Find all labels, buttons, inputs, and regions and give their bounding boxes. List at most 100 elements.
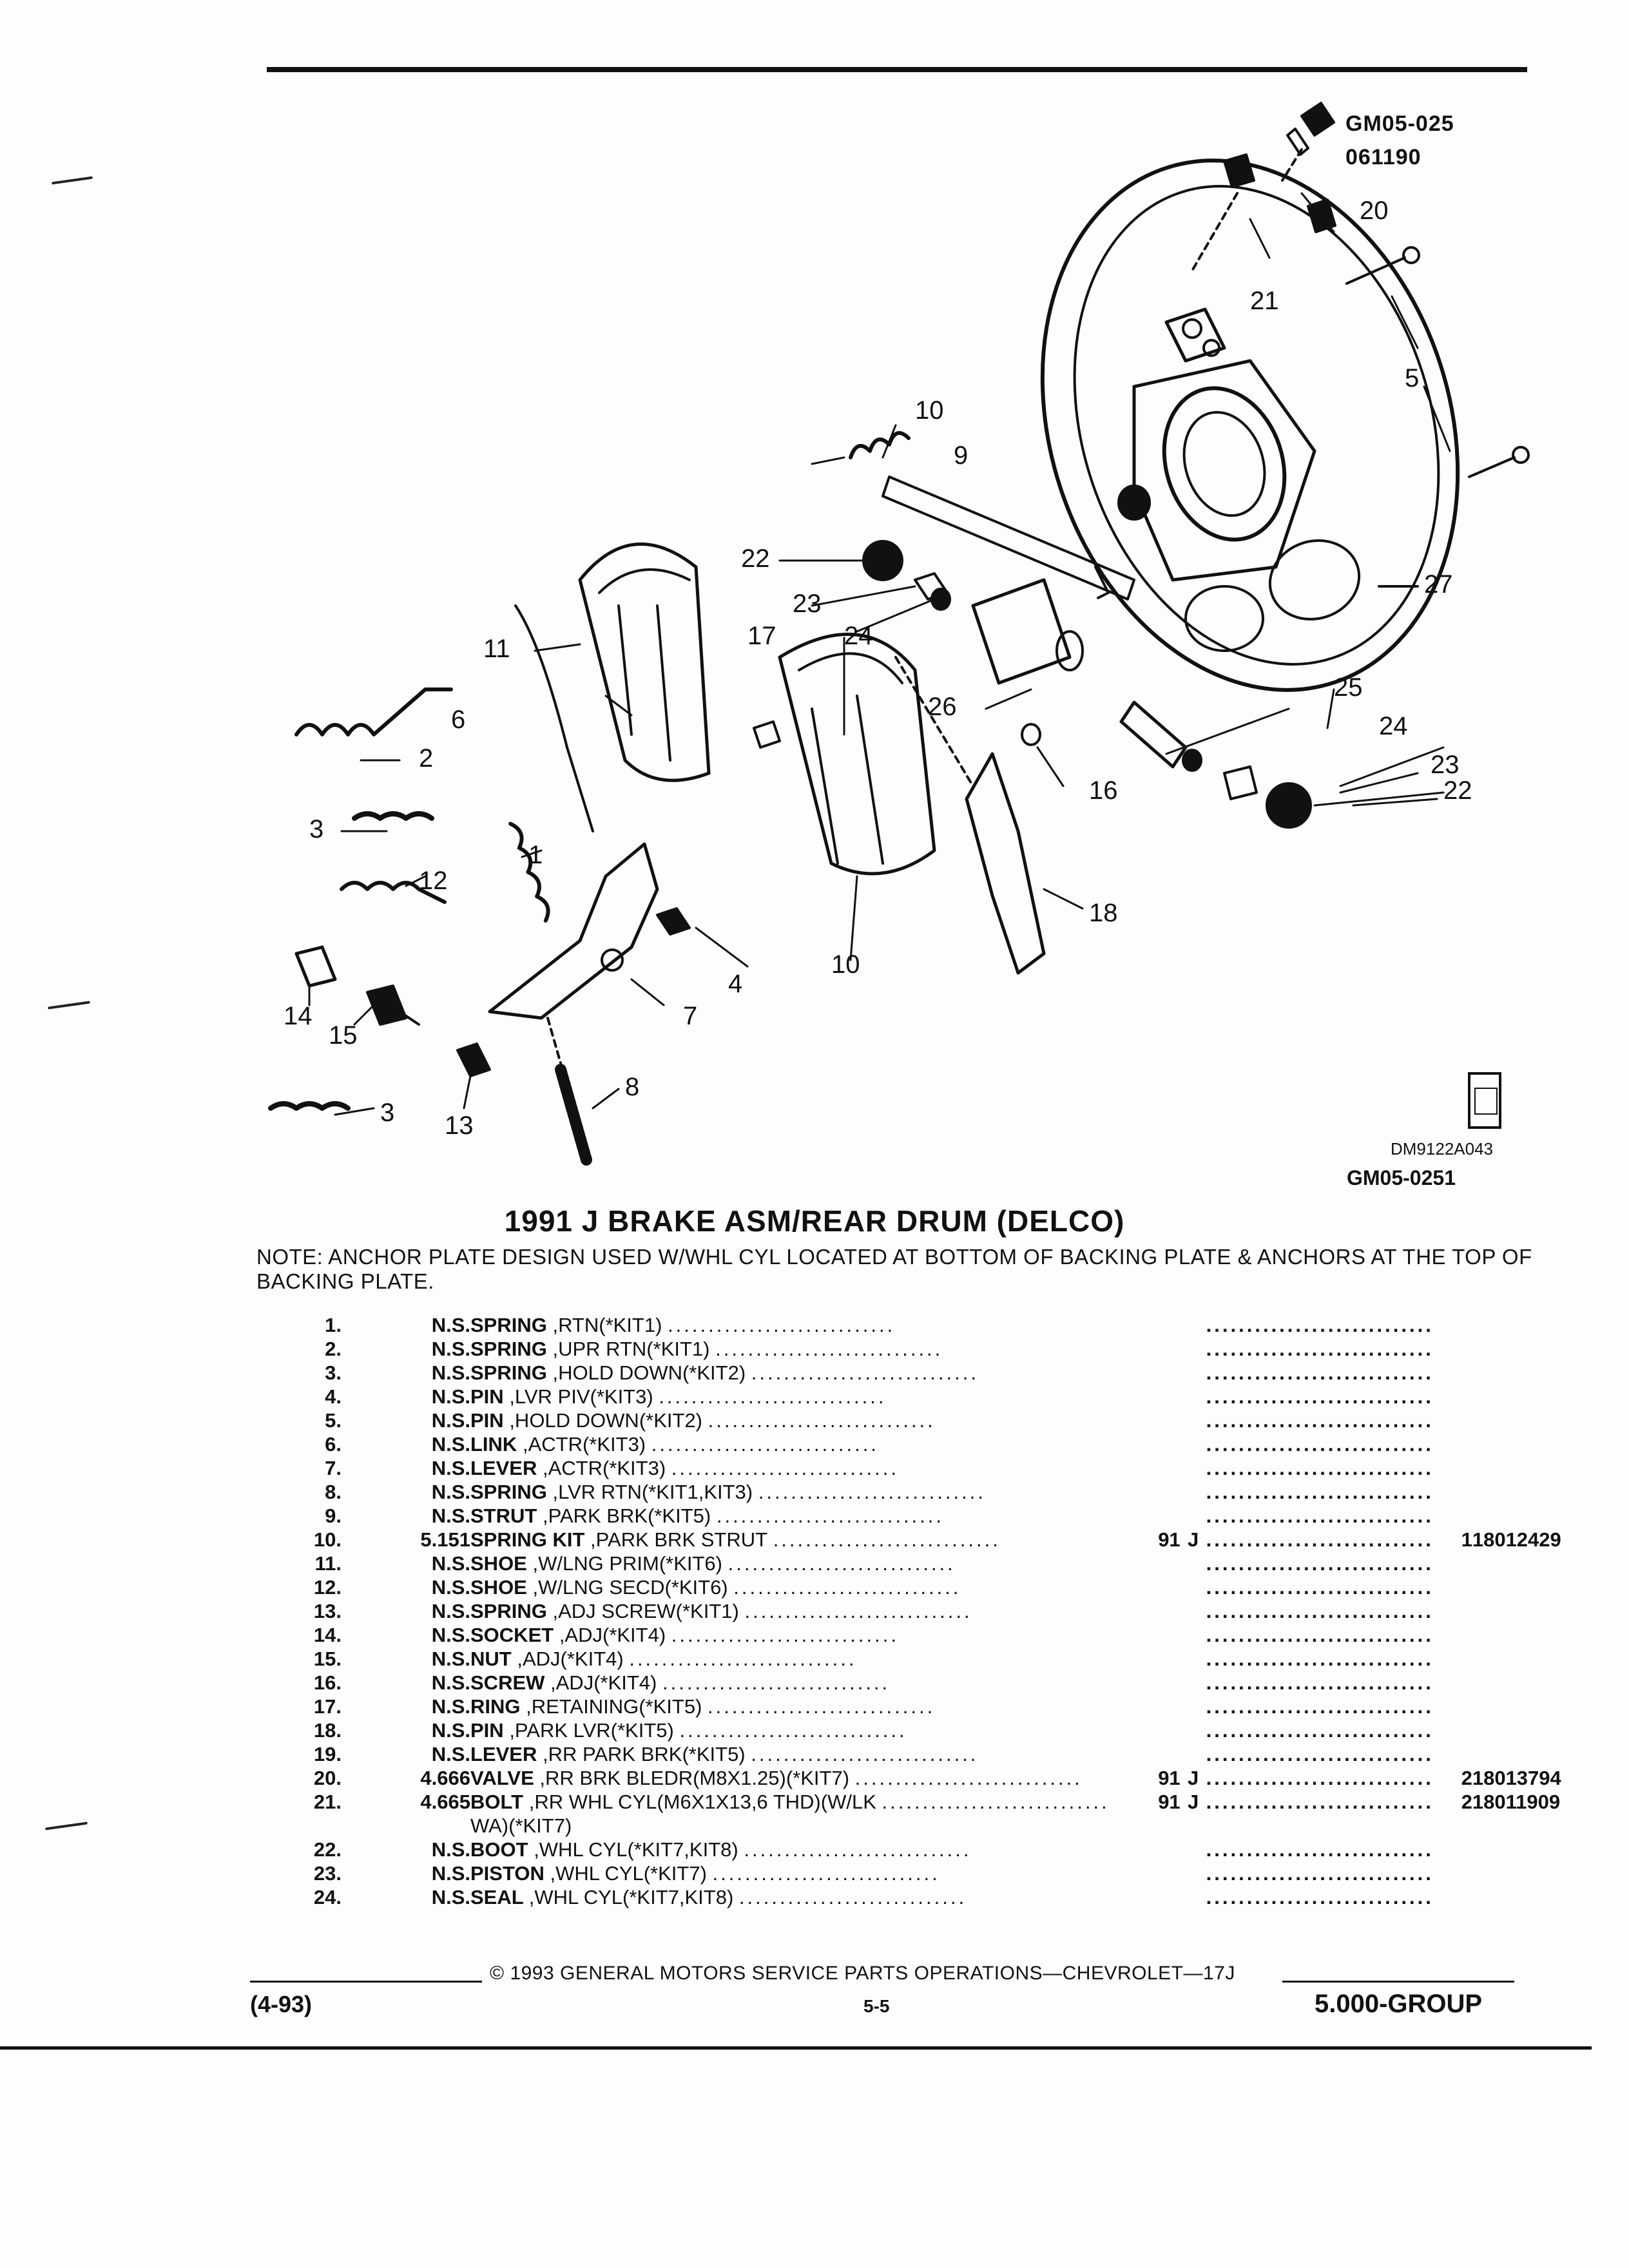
- item-price: N.S.: [431, 1576, 470, 1599]
- item-detail: ,RTN(*KIT1): [552, 1314, 662, 1336]
- table-row: 17.N.S.RING ,RETAINING(*KIT5) ..........…: [271, 1695, 1588, 1718]
- lever-return-spring: [546, 1017, 592, 1166]
- callout-7: 7: [683, 1002, 697, 1030]
- table-row: 2.N.S.SPRING ,UPR RTN(*KIT1) ...........…: [271, 1337, 1588, 1361]
- item-number: 13.: [313, 1600, 342, 1622]
- item-detail: ,PARK BRK STRUT: [590, 1528, 768, 1551]
- item-price: N.S.: [431, 1409, 470, 1432]
- item-name: SPRING: [470, 1361, 547, 1384]
- item-name: LINK: [470, 1433, 517, 1456]
- item-description: SHOE ,W/LNG PRIM(*KIT6) ................…: [470, 1552, 1110, 1575]
- top-rule: [267, 67, 1527, 72]
- page-number: 5-5: [863, 1996, 890, 2016]
- primary-shoe: [578, 542, 711, 782]
- item-name: PIN: [470, 1719, 504, 1742]
- item-price: 4.665: [420, 1791, 470, 1813]
- item-name: BOOT: [470, 1838, 528, 1861]
- item-quantity: [1434, 1885, 1472, 1909]
- item-year: [1110, 1385, 1181, 1408]
- item-series: [1181, 1575, 1206, 1599]
- item-name: PIN: [470, 1409, 504, 1432]
- dot-leader: ............................: [728, 1552, 956, 1575]
- callout-10: 10: [915, 396, 944, 425]
- group-number: 5.000-GROUP: [1315, 1990, 1483, 2018]
- item-series: [1181, 1361, 1206, 1385]
- item-description: VALVE ,RR BRK BLEDR(M8X1.25)(*KIT7) ....…: [470, 1766, 1110, 1790]
- revision-date: (4-93): [250, 1991, 313, 2017]
- binding-mark: [52, 176, 93, 185]
- figure-code: GM05-025: [1345, 111, 1454, 136]
- item-part-number: [1472, 1838, 1588, 1861]
- dot-leader: ............................: [679, 1719, 907, 1742]
- item-number: 17.: [313, 1695, 342, 1718]
- item-name: SPRING KIT: [470, 1528, 585, 1551]
- item-quantity: [1434, 1671, 1472, 1695]
- binding-mark: [48, 1001, 90, 1010]
- adjuster-socket: [456, 1043, 491, 1077]
- callout-12: 10: [831, 950, 860, 979]
- item-price: N.S.: [431, 1457, 470, 1479]
- item-part-number: [1472, 1861, 1588, 1885]
- item-description: PIN ,HOLD DOWN(*KIT2) ..................…: [470, 1408, 1110, 1432]
- item-number: 14.: [313, 1624, 342, 1646]
- item-price: N.S.: [431, 1838, 470, 1861]
- table-row: 15.N.S.NUT ,ADJ(*KIT4) .................…: [271, 1647, 1588, 1671]
- callout-17: 16: [1089, 776, 1118, 805]
- dot-leader: ............................: [758, 1481, 986, 1503]
- dot-leader-2: ............................: [1206, 1862, 1434, 1885]
- dot-leader-2: ............................: [1206, 1838, 1434, 1861]
- item-quantity: [1434, 1337, 1472, 1361]
- item-detail: ,RR BRK BLEDR(M8X1.25)(*KIT7): [539, 1767, 850, 1789]
- dot-leader-2: ............................: [1206, 1600, 1434, 1622]
- callout-26: 26: [928, 693, 957, 721]
- item-number: 15.: [313, 1648, 342, 1670]
- callout-2: 2: [419, 744, 433, 773]
- dot-leader-2: ............................: [1206, 1791, 1434, 1813]
- item-year: [1110, 1361, 1181, 1385]
- park-lever-pin: [753, 720, 781, 749]
- hold-down-pins: [1345, 246, 1530, 478]
- item-name: SPRING: [470, 1338, 547, 1360]
- item-series: [1181, 1623, 1206, 1647]
- item-quantity: 2: [1461, 1791, 1472, 1813]
- item-quantity: [1434, 1575, 1472, 1599]
- item-detail: ,ADJ SCREW(*KIT1): [552, 1600, 739, 1622]
- dot-leader: ............................: [773, 1528, 1001, 1551]
- dot-leader: ............................: [708, 1695, 936, 1718]
- item-price: N.S.: [431, 1624, 470, 1646]
- table-row: 14.N.S.SOCKET ,ADJ(*KIT4) ..............…: [271, 1623, 1588, 1647]
- item-number: 11.: [314, 1552, 342, 1575]
- item-description: SPRING ,LVR RTN(*KIT1,KIT3) ............…: [470, 1480, 1110, 1504]
- item-detail: ,RR PARK BRK(*KIT5): [542, 1743, 746, 1765]
- adjuster-nut: [294, 945, 337, 988]
- item-series: [1181, 1861, 1206, 1885]
- dot-leader: ............................: [854, 1767, 1083, 1789]
- item-name: LEVER: [470, 1457, 537, 1479]
- dot-leader: ............................: [629, 1648, 857, 1670]
- strut-spring: [849, 431, 911, 459]
- item-part-number: [1472, 1504, 1588, 1528]
- item-series: [1181, 1480, 1206, 1504]
- item-year: [1110, 1337, 1181, 1361]
- item-description: NUT ,ADJ(*KIT4) ........................…: [470, 1647, 1110, 1671]
- item-name: VALVE: [470, 1767, 534, 1789]
- item-number: 21.: [313, 1791, 342, 1813]
- dot-leader-2: ............................: [1206, 1528, 1434, 1551]
- callout-23a: 23: [793, 590, 822, 618]
- item-detail: ,WHL CYL(*KIT7,KIT8): [534, 1838, 738, 1861]
- item-number: 2.: [325, 1338, 342, 1360]
- item-year: [1110, 1671, 1181, 1695]
- item-name: PISTON: [470, 1862, 545, 1885]
- item-description: SPRING ,UPR RTN(*KIT1) .................…: [470, 1337, 1110, 1361]
- item-year: [1110, 1313, 1181, 1337]
- item-number: 19.: [313, 1743, 342, 1765]
- dot-leader: ............................: [882, 1791, 1110, 1813]
- upper-return-spring: [294, 687, 453, 736]
- table-row: 11.N.S.SHOE ,W/LNG PRIM(*KIT6) .........…: [271, 1552, 1588, 1575]
- item-number: 18.: [313, 1719, 342, 1742]
- item-quantity: [1434, 1408, 1472, 1432]
- item-year: [1110, 1647, 1181, 1671]
- callout-13: 12: [419, 867, 448, 895]
